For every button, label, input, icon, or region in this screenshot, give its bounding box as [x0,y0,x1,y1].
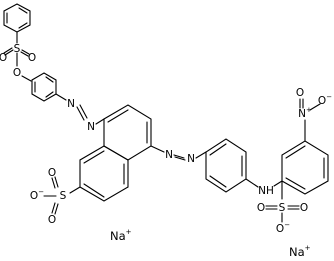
amine-nh-label: NH [258,185,274,197]
ester-oxygen-label-right: O [28,52,36,64]
aryl-sulfonate-oxygen-left: O [257,202,265,214]
aryl-sulfonate-sulfur-label: S [279,202,286,214]
sulfonate-group-naphthyl [43,176,81,215]
nitrobenzene-ring [273,119,329,195]
aryl-sulfonate-oxygen-right: O [300,202,308,214]
azo-nitrogen-4-label: N [187,153,195,165]
phenoxy-ring [31,72,67,102]
aryl-sulfonate-oxide-label: O− [276,221,290,235]
naphthalene-core [79,104,165,202]
azo-nitrogen-1-label: N [67,98,75,110]
sodium-ion-right: Na+ [289,244,311,259]
nitro-nitrogen-label: N+ [298,106,312,120]
nitro-oxygen-top: O [296,87,304,99]
phenyl-ring-top [3,3,31,44]
negative-charge-label: − [38,188,44,196]
sulfonate-group-aryl [265,180,300,223]
nitro-oxide-label: O− [318,93,332,107]
ester-bridge-oxygen-label: O [13,67,21,79]
ester-sulfur-label: S [14,43,21,55]
azo-bond-lower [173,151,207,161]
azo-bond-upper [76,104,105,125]
azo-nitrogen-3-label: N [165,149,173,161]
ester-oxygen-label-left: O [0,52,7,64]
nitro-positive-charge: + [306,106,312,114]
phenylene-ring [205,138,259,193]
naphthyl-sulfonate-oxygen-top: O [48,167,56,179]
naphthyl-sulfonate-oxide-label: O− [30,188,44,202]
sulfonyl-ester-group [3,47,32,82]
sodium-ion-left: Na+ [110,228,132,243]
azo-nitrogen-2-label: N [87,121,95,133]
nitro-group [299,98,321,111]
naphthyl-sulfonate-oxygen-bottom: O [48,214,56,226]
naphthyl-sulfonate-sulfur-label: S [60,190,67,202]
